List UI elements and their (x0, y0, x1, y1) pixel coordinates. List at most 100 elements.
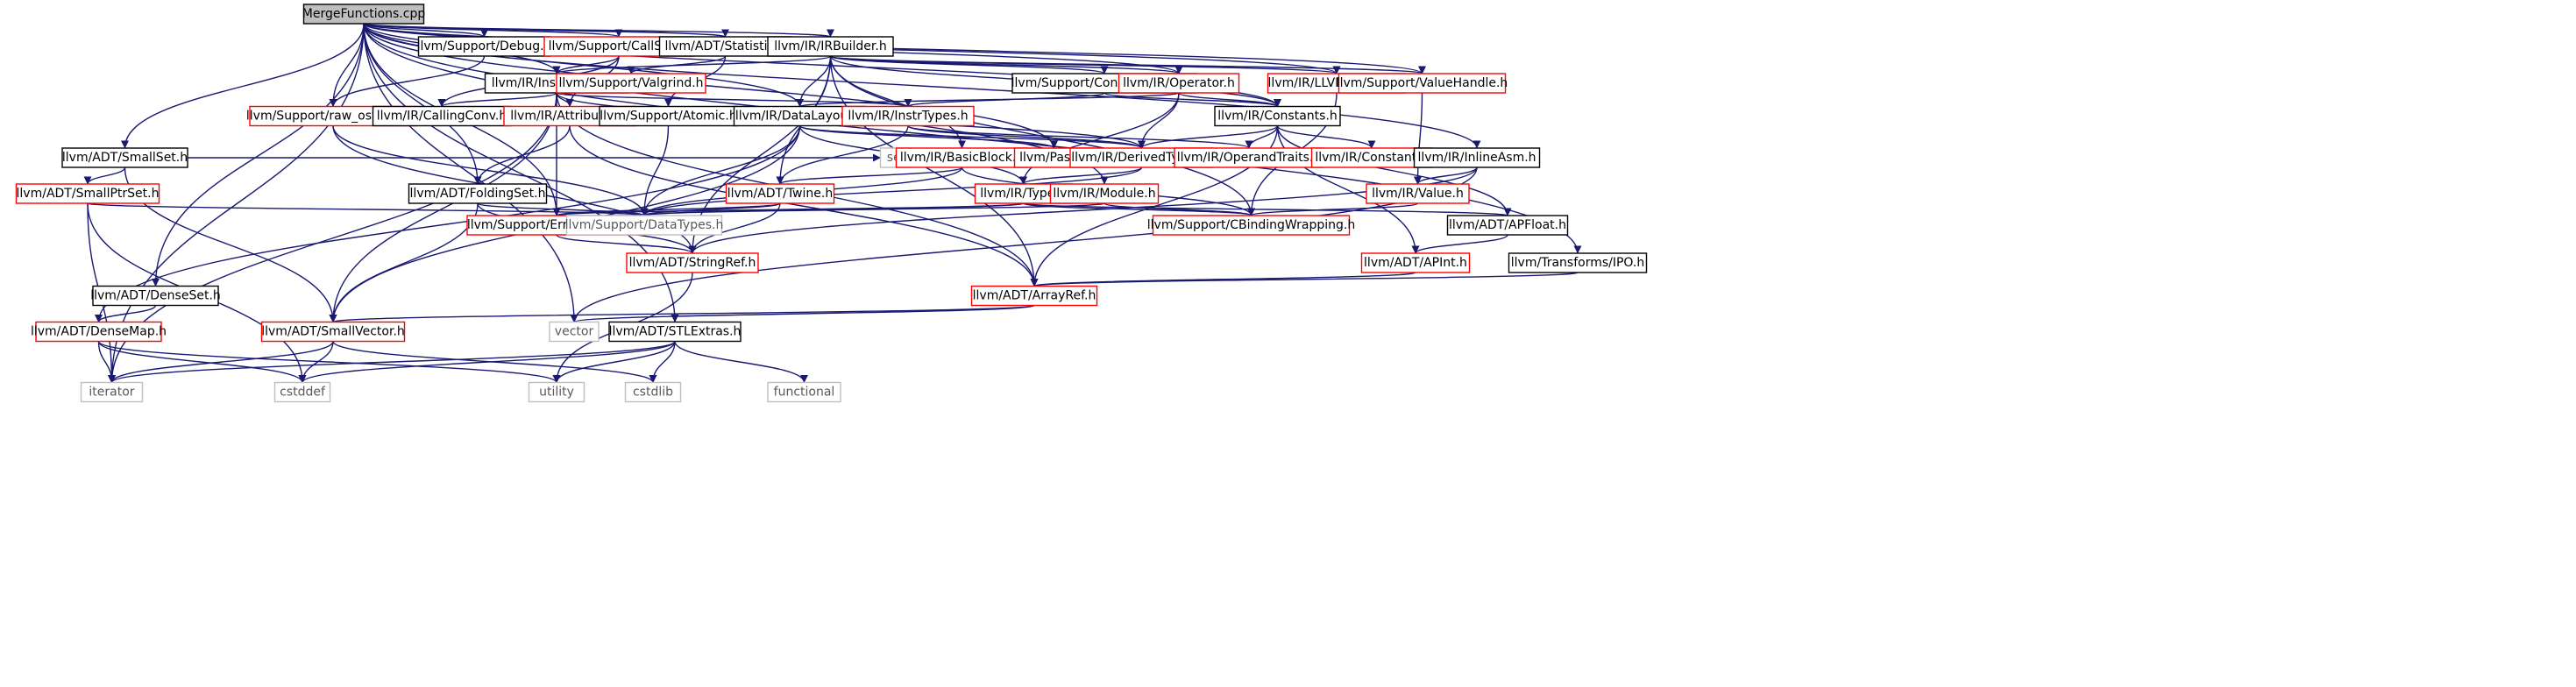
edge-type-to-apfloat (1022, 202, 1511, 216)
node-label: cstddef (280, 386, 326, 400)
edge-instructions-to-smallvector (329, 92, 557, 322)
node-arrayref[interactable]: llvm/ADT/ArrayRef.h (970, 285, 1098, 307)
edge-arrow (363, 23, 834, 38)
edge-arrow (1031, 272, 1579, 287)
node-instrtypes[interactable]: llvm/IR/InstrTypes.h (841, 105, 975, 127)
node-label: llvm/Support/ValueHandle.h (1337, 76, 1508, 90)
edge-root-to-iterator (108, 23, 365, 383)
edge-arrow (83, 166, 126, 185)
node-callsite[interactable]: llvm/Support/CallSite.h (543, 36, 694, 57)
edge-arrow (1138, 124, 1279, 149)
edge-arrow (108, 23, 365, 383)
node-label: llvm/IR/Module.h (1053, 187, 1155, 201)
node-valgrind[interactable]: llvm/Support/Valgrind.h (556, 73, 706, 94)
edge-datalayout-to-datatypes (640, 125, 801, 216)
node-smallset[interactable]: llvm/ADT/SmallSet.h (61, 147, 188, 168)
node-type[interactable]: llvm/IR/Type.h (974, 183, 1073, 204)
node-box (549, 321, 600, 343)
node-box (273, 381, 331, 403)
node-constant[interactable]: llvm/IR/Constant.h (1310, 147, 1433, 168)
node-box (565, 215, 723, 236)
node-box (1338, 73, 1507, 94)
node-denseset[interactable]: llvm/ADT/DenseSet.h (90, 285, 221, 307)
node-basicblock[interactable]: llvm/IR/BasicBlock.h (895, 147, 1029, 168)
node-smallvector[interactable]: llvm/ADT/SmallVector.h (260, 321, 406, 343)
edge-arrow (97, 340, 561, 384)
node-operator[interactable]: llvm/IR/Operator.h (1118, 73, 1240, 94)
edge-irbuilder-to-datalayout (796, 55, 832, 107)
node-apint[interactable]: llvm/ADT/APInt.h (1360, 252, 1471, 273)
node-debug[interactable]: llvm/Support/Debug.h (417, 36, 552, 57)
node-iterator: iterator (80, 381, 144, 403)
edge-rawostream-to-datatypes (332, 125, 649, 216)
node-foldingset[interactable]: llvm/ADT/FoldingSet.h (408, 183, 548, 204)
node-cbinding[interactable]: llvm/Support/CBindingWrapping.h (1147, 215, 1355, 236)
edge-arrow (1276, 125, 1376, 149)
node-label: MergeFunctions.cpp (302, 7, 426, 21)
edge-arrow (829, 55, 1426, 74)
node-box (1413, 147, 1541, 168)
edge-arrow (1247, 202, 1419, 216)
node-value[interactable]: llvm/IR/Value.h (1366, 183, 1470, 204)
node-statistic[interactable]: llvm/ADT/Statistic.h (658, 36, 792, 57)
node-ipo[interactable]: llvm/Transforms/IPO.h (1508, 252, 1648, 273)
node-box (1360, 252, 1471, 273)
node-datatypes: llvm/Support/DataTypes.h (565, 215, 723, 236)
node-twine[interactable]: llvm/ADT/Twine.h (725, 183, 835, 204)
node-datalayout[interactable]: llvm/IR/DataLayout.h (733, 105, 867, 127)
node-box (528, 381, 585, 403)
node-box (767, 381, 841, 403)
edge-arrow (329, 55, 486, 107)
node-irbuilder[interactable]: llvm/IR/IRBuilder.h (767, 36, 894, 57)
node-box (1152, 215, 1351, 236)
edge-arrow (1019, 166, 1143, 185)
node-label: llvm/IR/CallingConv.h (377, 110, 507, 124)
edge-arrow (363, 23, 804, 107)
node-box (970, 285, 1098, 307)
edge-root-to-vector (363, 23, 578, 322)
edge-apfloat-to-apint (1411, 234, 1508, 254)
edge-arrow (363, 23, 1058, 149)
edge-arrow (907, 124, 1253, 149)
node-inlineasm[interactable]: llvm/IR/InlineAsm.h (1413, 147, 1541, 168)
edge-arrow (1103, 202, 1255, 216)
edge-arrow (1022, 202, 1511, 216)
edge-datalayout-to-derivedtypes (798, 124, 1146, 149)
edge-arrow (363, 23, 488, 38)
node-label: llvm/IR/Value.h (1372, 187, 1464, 201)
edge-arrow (363, 23, 578, 322)
node-label: llvm/ADT/Statistic.h (664, 39, 785, 53)
edge-constants-to-derivedtypes (1138, 124, 1279, 149)
node-valuehandle[interactable]: llvm/Support/ValueHandle.h (1337, 73, 1508, 94)
node-label: llvm/IR/InlineAsm.h (1417, 151, 1536, 165)
node-module[interactable]: llvm/IR/Module.h (1049, 183, 1160, 204)
node-label: llvm/IR/OperandTraits.h (1177, 151, 1321, 165)
edge-valuehandle-to-value (1414, 92, 1423, 185)
node-label: iterator (89, 386, 134, 400)
edge-arrow (108, 340, 676, 384)
node-label: cstdlib (633, 386, 673, 400)
node-stlextras[interactable]: llvm/ADT/STLExtras.h (608, 321, 742, 343)
node-label: llvm/ADT/SmallSet.h (62, 151, 188, 165)
node-constants[interactable]: llvm/IR/Constants.h (1214, 105, 1341, 127)
edge-type-to-cbinding (1022, 202, 1255, 216)
node-callingconv[interactable]: llvm/IR/CallingConv.h (372, 105, 512, 127)
edge-arrow (570, 304, 1035, 323)
node-operandtraits[interactable]: llvm/IR/OperandTraits.h (1174, 147, 1324, 168)
node-stringref[interactable]: llvm/ADT/StringRef.h (626, 252, 759, 273)
node-smallptrset[interactable]: llvm/ADT/SmallPtrSet.h (15, 183, 160, 204)
node-box (626, 252, 759, 273)
edge-attributes-to-arrayref (569, 125, 1039, 287)
edge-apint-to-arrayref (1030, 272, 1416, 287)
edge-stlextras-to-functional (674, 341, 808, 383)
edge-arrow (798, 124, 1146, 149)
node-box (408, 183, 548, 204)
node-label: llvm/ADT/DenseSet.h (90, 289, 221, 303)
node-atomic[interactable]: llvm/Support/Atomic.h (599, 105, 738, 127)
edge-arrow (1022, 202, 1255, 216)
edge-value-to-cbinding (1247, 202, 1419, 216)
node-apfloat[interactable]: llvm/ADT/APFloat.h (1446, 215, 1569, 236)
node-densemap[interactable]: llvm/ADT/DenseMap.h (31, 321, 167, 343)
edge-smallvector-to-iterator (108, 341, 334, 383)
